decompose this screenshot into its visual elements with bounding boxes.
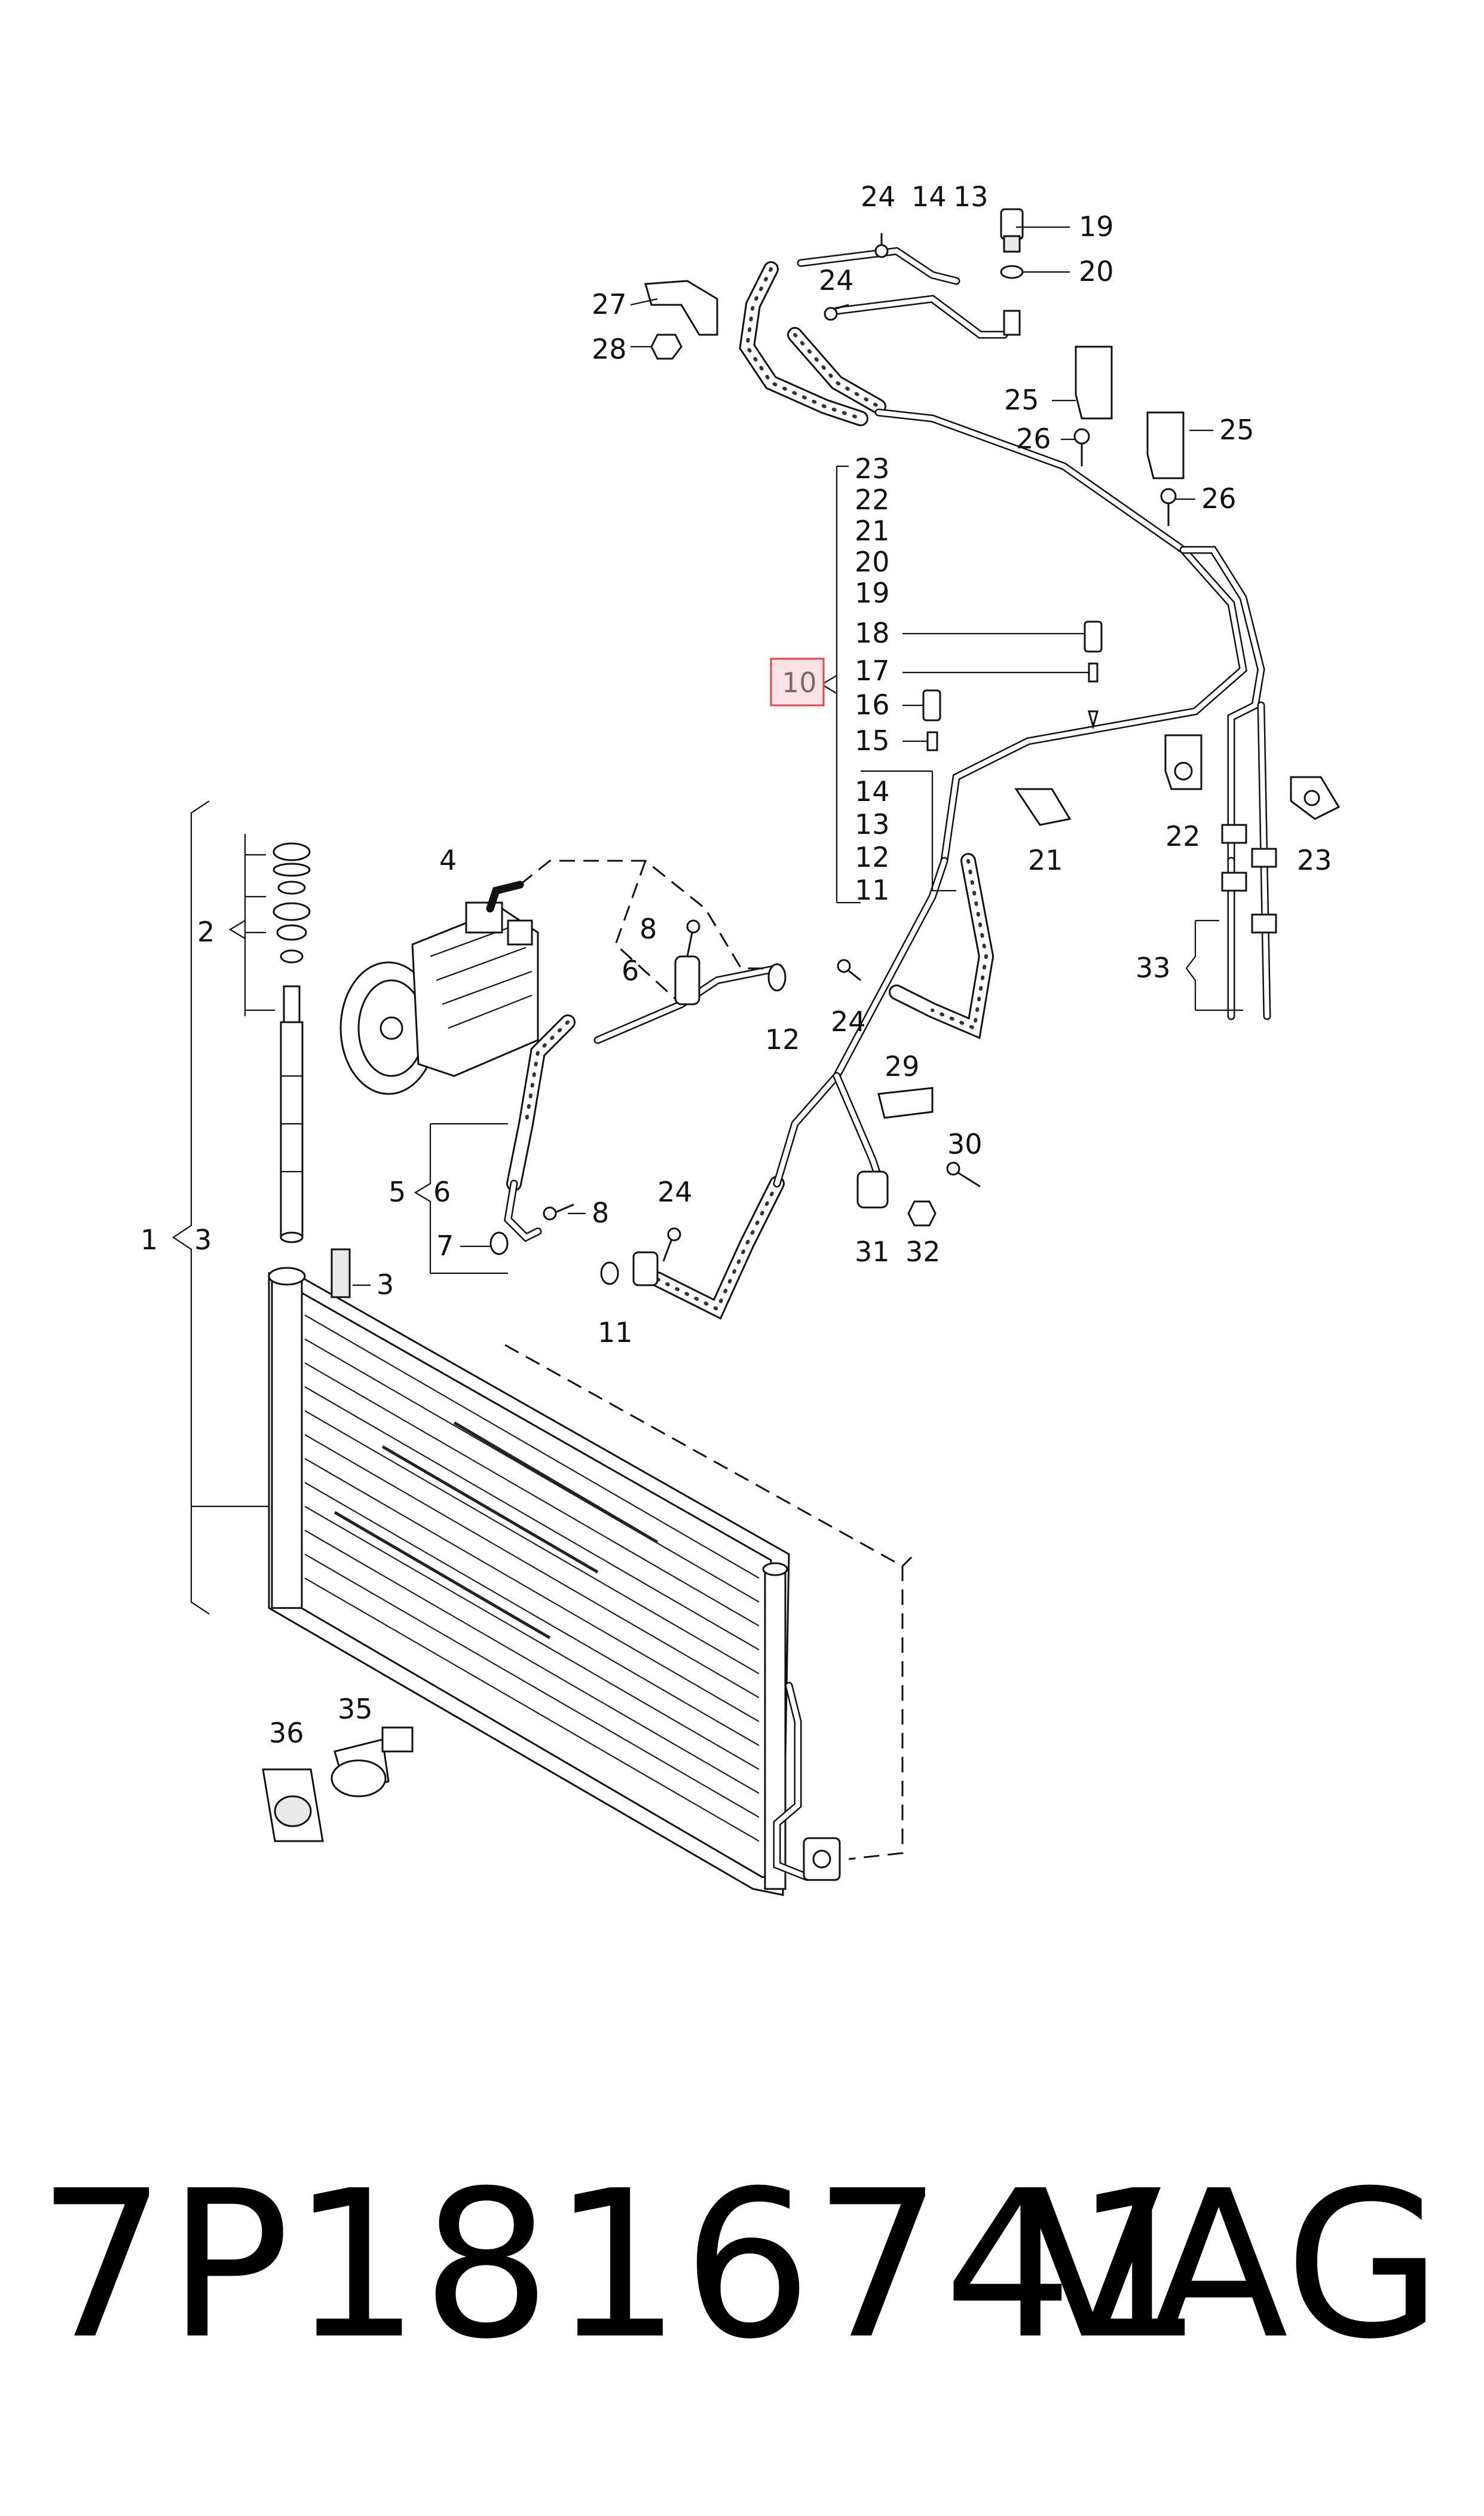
callout-3: 3 [194, 1224, 212, 1256]
callout-4: 4 [439, 844, 457, 876]
callout-36: 36 [269, 1717, 304, 1749]
small-parts [262, 208, 1341, 1842]
callout-labels: 24 14 13 19 20 24 27 28 25 26 25 26 23 2… [140, 181, 1332, 1749]
callout-17: 17 [855, 655, 890, 687]
callout-14: 14 [911, 181, 947, 213]
callout-25: 25 [1219, 414, 1254, 446]
callout-12: 12 [765, 1023, 800, 1056]
callout-24: 24 [819, 264, 854, 296]
condenser-fins [304, 1314, 760, 1842]
callout-26: 26 [1201, 482, 1237, 515]
callout-8: 8 [592, 1197, 609, 1229]
callout-10: 10 [782, 667, 817, 699]
refrigerant-pipes [504, 247, 1271, 1242]
callout-22: 22 [855, 484, 890, 516]
callout-5: 5 [388, 1176, 406, 1208]
callout-16: 16 [855, 689, 890, 721]
callout-22: 22 [1165, 820, 1201, 852]
brand-name: VAG [1023, 2147, 1442, 2384]
callout-7: 7 [436, 1230, 454, 1262]
callout-31: 31 [855, 1236, 890, 1268]
callout-29: 29 [885, 1050, 920, 1083]
callout-21: 21 [1028, 844, 1063, 876]
callout-14: 14 [855, 775, 890, 808]
callout-23: 23 [855, 453, 890, 485]
condenser [268, 1248, 913, 1896]
suction-hose-assembly [506, 261, 995, 1320]
callout-11: 11 [855, 874, 890, 906]
callout-12: 12 [855, 841, 890, 873]
exploded-parts-diagram: 24 14 13 19 20 24 27 28 25 26 25 26 23 2… [140, 181, 1341, 1896]
callout-28: 28 [592, 333, 627, 365]
callout-10-highlight: 10 [770, 658, 825, 707]
callout-19: 19 [1079, 210, 1114, 243]
callout-11: 11 [598, 1316, 633, 1349]
callout-2: 2 [197, 916, 215, 948]
callout-8: 8 [640, 913, 657, 945]
callout-35: 35 [338, 1693, 373, 1725]
ac-compressor [339, 881, 539, 1095]
callout-19: 19 [855, 577, 890, 609]
dryer-cartridge [172, 800, 311, 1615]
callout-6: 6 [622, 955, 639, 987]
callout-3: 3 [377, 1268, 394, 1301]
footer: 7P1816741 VAG [0, 2140, 1484, 2391]
callout-20: 20 [855, 546, 890, 578]
callout-6: 6 [433, 1176, 451, 1208]
callout-24: 24 [657, 1176, 693, 1208]
callout-1: 1 [140, 1224, 158, 1256]
callout-33: 33 [1136, 952, 1171, 984]
callout-23: 23 [1297, 844, 1332, 876]
callout-24: 24 [861, 181, 896, 213]
callout-26: 26 [1016, 423, 1051, 455]
callout-13: 13 [855, 808, 890, 840]
callout-18: 18 [855, 617, 890, 649]
callout-27: 27 [592, 288, 627, 320]
callout-21: 21 [855, 515, 890, 547]
callout-25: 25 [1004, 384, 1039, 416]
callout-32: 32 [905, 1236, 941, 1268]
callout-30: 30 [947, 1128, 983, 1160]
leader-lines [353, 226, 1243, 1286]
part-number: 7P1816741 [37, 2147, 1205, 2384]
callout-13: 13 [953, 181, 989, 213]
callout-20: 20 [1079, 255, 1114, 288]
callout-15: 15 [855, 724, 890, 757]
callout-24: 24 [831, 1005, 866, 1038]
